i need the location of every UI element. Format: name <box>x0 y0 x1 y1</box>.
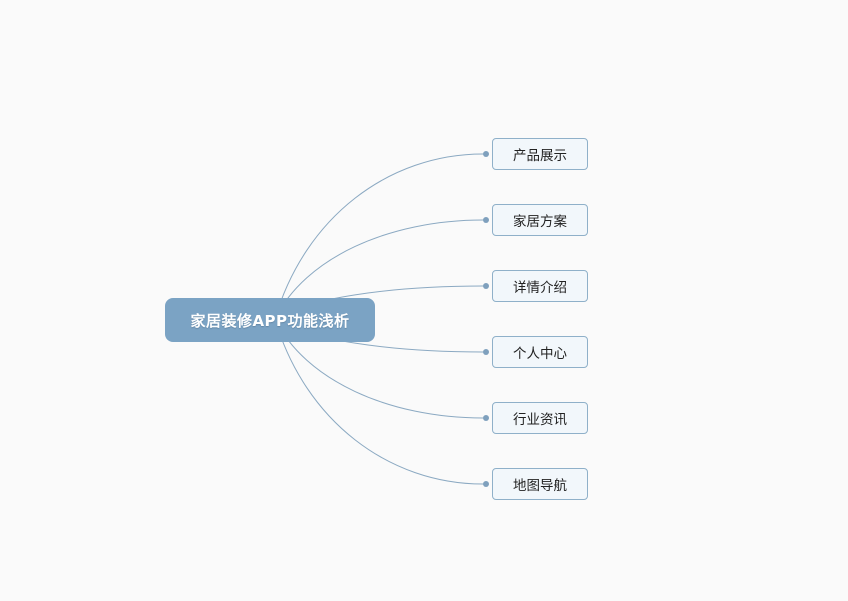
child-node-label: 家居方案 <box>513 214 567 230</box>
root-node[interactable]: 家居装修APP功能浅析 <box>165 298 375 342</box>
connector-dot-3 <box>482 282 490 290</box>
child-node-label: 行业资讯 <box>513 412 567 428</box>
child-node-3[interactable]: 详情介绍 <box>492 270 588 302</box>
connector-dot-1 <box>482 150 490 158</box>
child-node-6[interactable]: 地图导航 <box>492 468 588 500</box>
child-node-label: 地图导航 <box>513 478 567 494</box>
child-node-5[interactable]: 行业资讯 <box>492 402 588 434</box>
child-node-2[interactable]: 家居方案 <box>492 204 588 236</box>
child-node-1[interactable]: 产品展示 <box>492 138 588 170</box>
connector-dot-2 <box>482 216 490 224</box>
connector-dot-5 <box>482 414 490 422</box>
child-node-4[interactable]: 个人中心 <box>492 336 588 368</box>
connector-dot-4 <box>482 348 490 356</box>
child-node-label: 产品展示 <box>513 148 567 164</box>
child-node-label: 个人中心 <box>513 346 567 362</box>
connector-dot-6 <box>482 480 490 488</box>
child-node-label: 详情介绍 <box>513 280 567 296</box>
